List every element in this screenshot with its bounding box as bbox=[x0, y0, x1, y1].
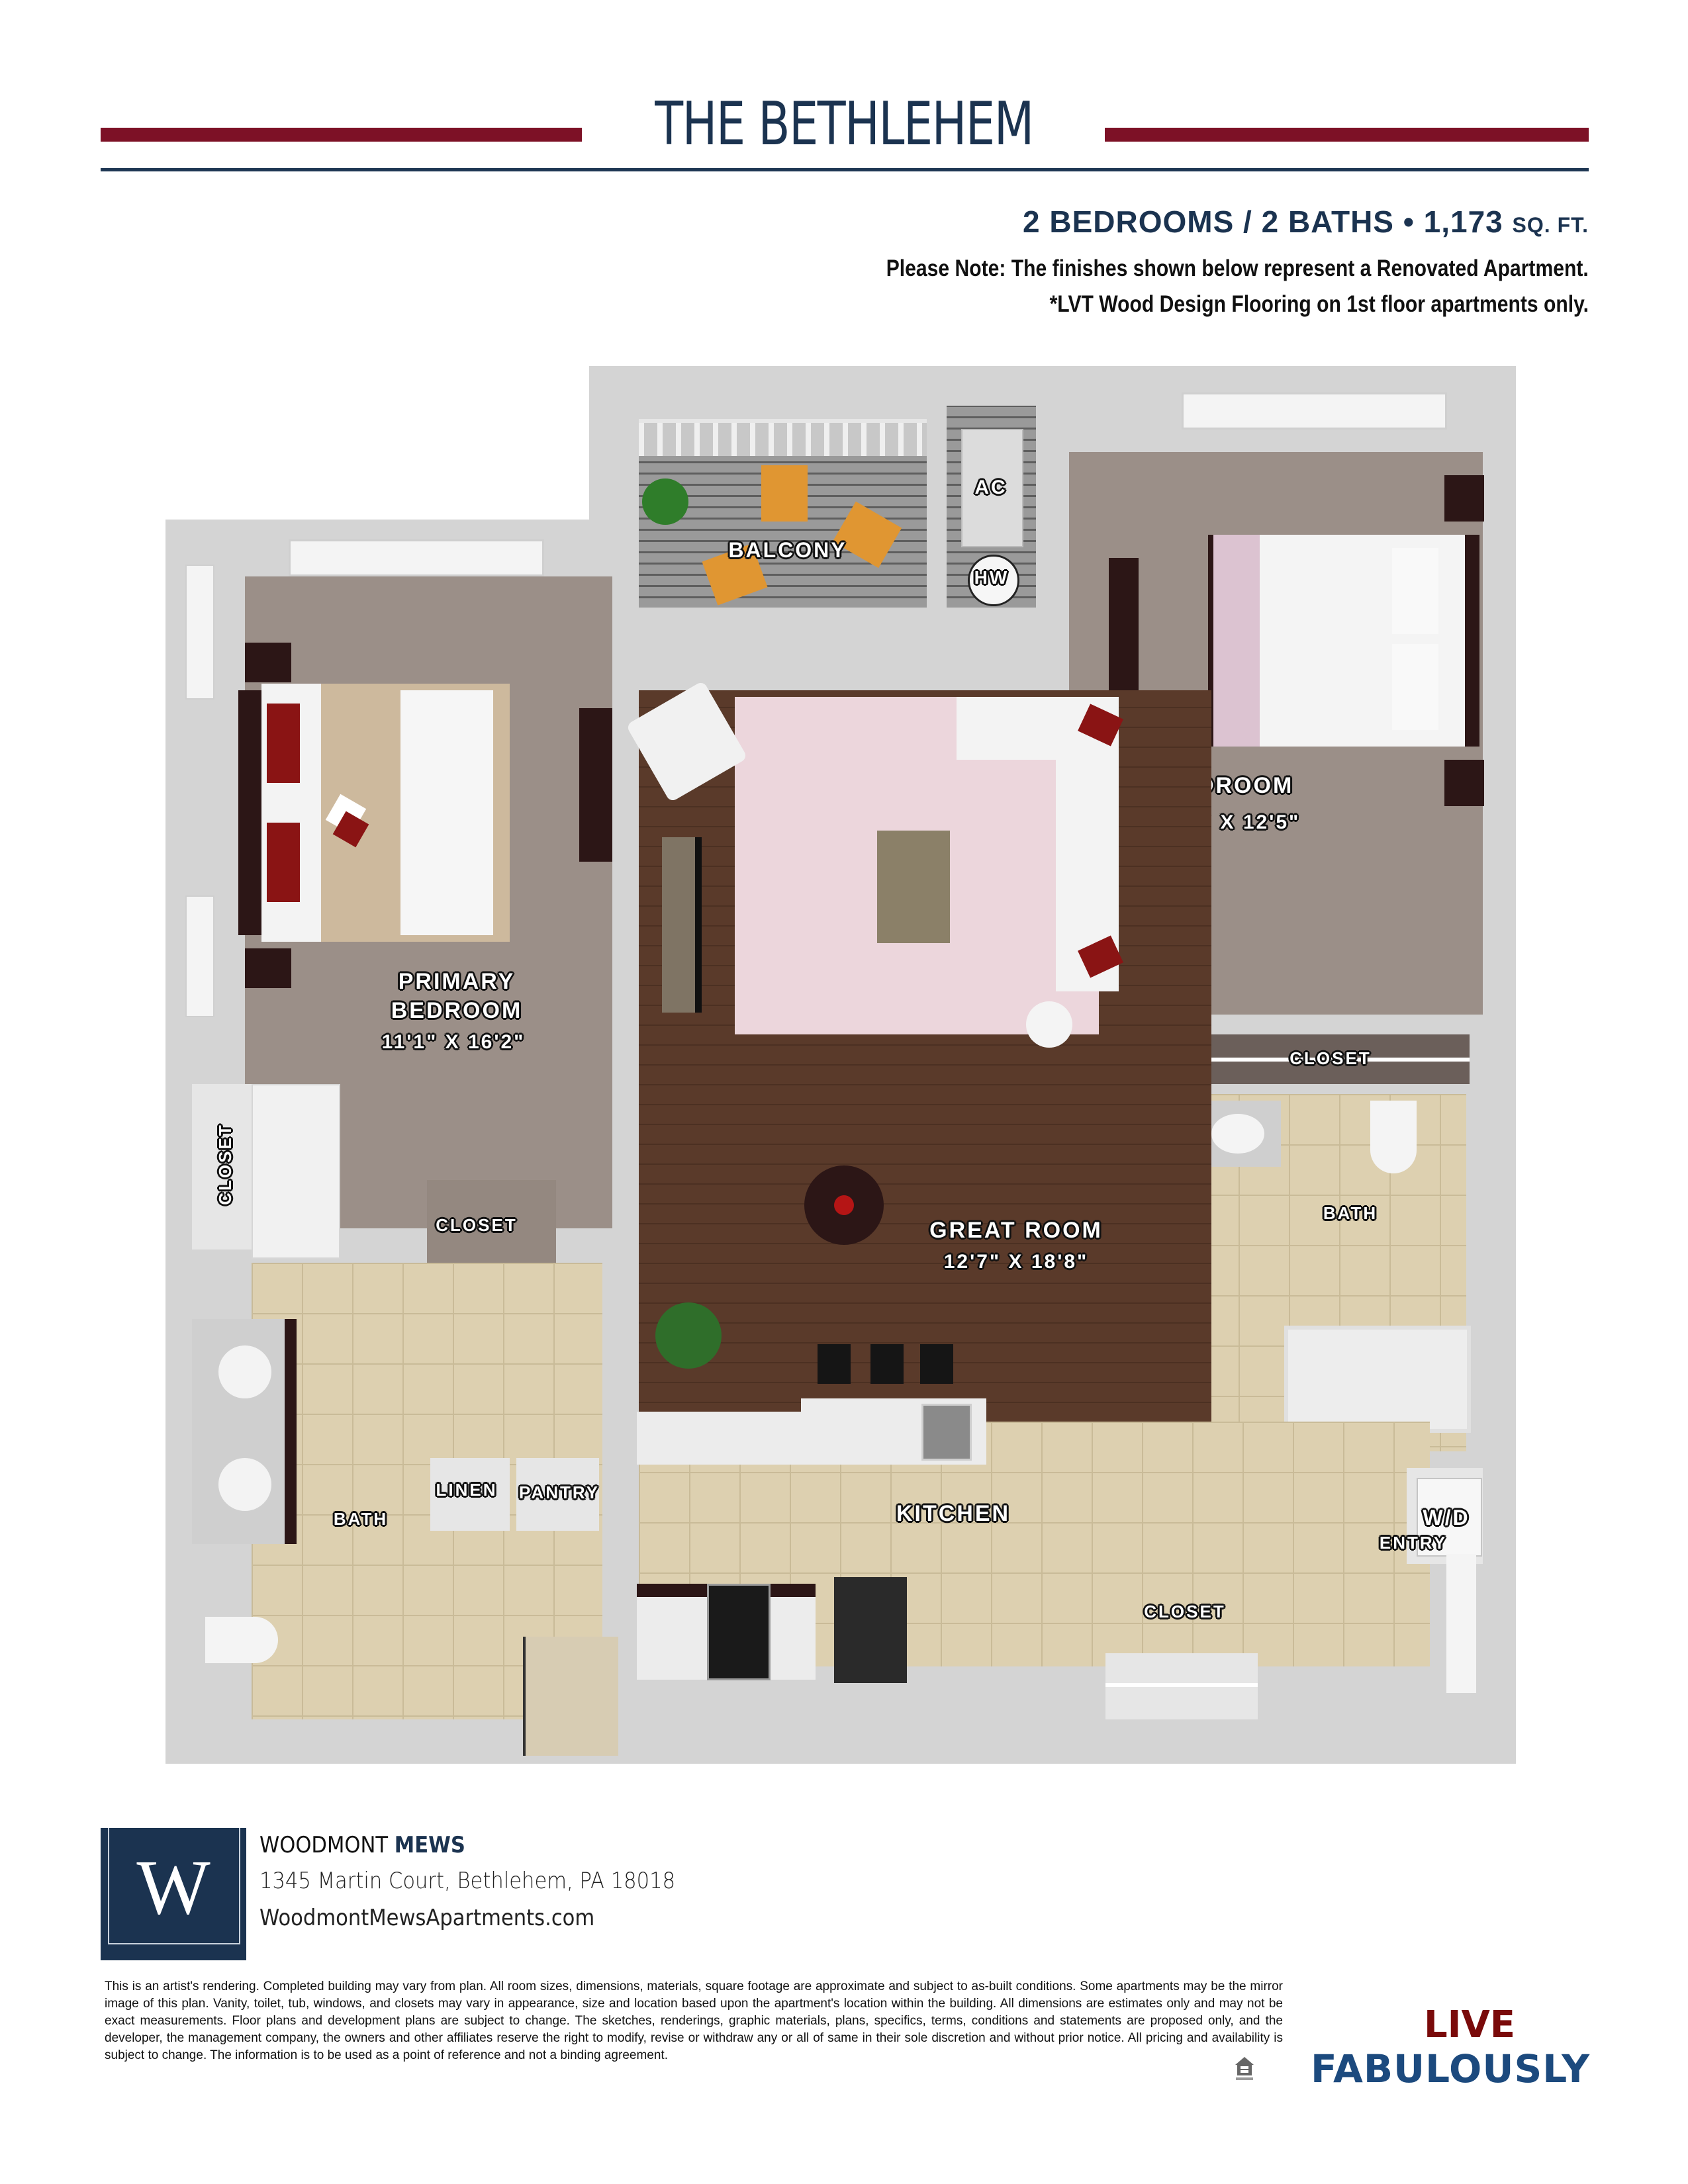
bar-stool bbox=[920, 1344, 953, 1384]
bath-right-label: BATH bbox=[1323, 1203, 1378, 1223]
hw-label: HW bbox=[974, 567, 1009, 588]
plant-icon bbox=[642, 478, 688, 525]
window-icon bbox=[289, 539, 544, 576]
linen-label: LINEN bbox=[436, 1480, 498, 1500]
dresser bbox=[1109, 558, 1139, 694]
logo-letter: W bbox=[136, 1844, 211, 1931]
closet-rod bbox=[1185, 1058, 1470, 1062]
room-pantry bbox=[516, 1458, 599, 1531]
nightstand bbox=[245, 643, 291, 682]
header-divider bbox=[101, 168, 1589, 171]
toilet bbox=[1370, 1101, 1417, 1173]
nightstand bbox=[245, 948, 291, 988]
dining-table bbox=[804, 1165, 884, 1245]
bifold-door bbox=[252, 1084, 340, 1259]
shower bbox=[523, 1637, 618, 1756]
window-icon bbox=[1182, 392, 1447, 430]
window-icon bbox=[185, 895, 214, 1017]
refrigerator bbox=[834, 1577, 907, 1683]
unit-specs: 2 BEDROOMS / 2 BATHS • 1,173 SQ. FT. bbox=[1023, 204, 1589, 240]
sink-icon bbox=[921, 1404, 972, 1461]
primary-bedroom-dimensions: 11'1" X 16'2" bbox=[381, 1031, 526, 1053]
side-table bbox=[1026, 1001, 1072, 1048]
water-heater bbox=[968, 555, 1019, 606]
entry-door bbox=[1446, 1554, 1476, 1693]
kitchen-label: KITCHEN bbox=[896, 1501, 1011, 1526]
specs-unit: SQ. FT. bbox=[1512, 213, 1589, 237]
headboard bbox=[238, 690, 261, 935]
bar-stool bbox=[870, 1344, 904, 1384]
balcony-label: BALCONY bbox=[728, 538, 847, 562]
property-address: 1345 Martin Court, Bethlehem, PA 18018 bbox=[259, 1868, 676, 1894]
room-linen bbox=[430, 1458, 510, 1531]
great-room-label: GREAT ROOM bbox=[929, 1218, 1103, 1243]
title-accent-bar-right bbox=[1105, 128, 1589, 142]
bathtub bbox=[1284, 1326, 1471, 1433]
closet-rod bbox=[1105, 1683, 1258, 1687]
window-icon bbox=[185, 565, 214, 700]
balcony-table bbox=[761, 465, 808, 522]
nightstand bbox=[1444, 475, 1484, 522]
great-room-dimensions: 12'7" X 18'8" bbox=[943, 1251, 1089, 1273]
tagline-fabulously: FABULOUSLY bbox=[1311, 2046, 1591, 2091]
equal-housing-opportunity-icon bbox=[1234, 2056, 1255, 2082]
floor-plan: PRIMARY BEDROOM 11'1" X 16'2" CLOSET CLO… bbox=[165, 366, 1516, 1764]
primary-bed bbox=[261, 684, 510, 942]
plant-icon bbox=[655, 1302, 722, 1369]
toilet bbox=[205, 1617, 278, 1663]
double-vanity bbox=[192, 1319, 297, 1544]
coffee-table bbox=[877, 831, 950, 943]
legal-disclaimer: This is an artist's rendering. Completed… bbox=[105, 1979, 1283, 2062]
primary-closet-left-label: CLOSET bbox=[215, 1123, 235, 1205]
ac-label: AC bbox=[974, 477, 1008, 498]
brand-logo: W bbox=[101, 1828, 246, 1960]
dresser bbox=[579, 708, 612, 862]
flooring-note: *LVT Wood Design Flooring on 1st floor a… bbox=[1049, 291, 1589, 317]
ac-unit bbox=[961, 429, 1023, 547]
nightstand bbox=[1444, 760, 1484, 806]
bed bbox=[1208, 535, 1479, 747]
bath-left-label: BATH bbox=[333, 1509, 389, 1529]
pantry-label: PANTRY bbox=[519, 1482, 600, 1502]
tagline-live: LIVE bbox=[1423, 2003, 1516, 2046]
range-stove bbox=[707, 1584, 771, 1680]
sectional-sofa bbox=[957, 697, 1056, 760]
entry-closet-label: CLOSET bbox=[1144, 1602, 1226, 1621]
entry-label: ENTRY bbox=[1379, 1533, 1448, 1553]
wd-label: W/D bbox=[1423, 1506, 1470, 1529]
page-title: THE BETHLEHEM bbox=[655, 89, 1034, 159]
walk-in-closet-label: CLOSET bbox=[436, 1215, 518, 1235]
property-name: WOODMONT MEWS bbox=[259, 1832, 465, 1858]
bar-stool bbox=[818, 1344, 851, 1384]
title-accent-bar-left bbox=[101, 128, 582, 142]
property-website[interactable]: WoodmontMewsApartments.com bbox=[259, 1905, 595, 1931]
specs-main: 2 BEDROOMS / 2 BATHS • 1,173 bbox=[1022, 205, 1503, 239]
balcony-railing bbox=[639, 419, 927, 456]
room-primary-closet-left bbox=[192, 1084, 252, 1250]
finish-note: Please Note: The finishes shown below re… bbox=[886, 255, 1589, 281]
bedroom-closet-label: CLOSET bbox=[1289, 1048, 1372, 1068]
primary-bedroom-label: PRIMARY BEDROOM bbox=[391, 969, 523, 1023]
tv-console bbox=[662, 837, 702, 1013]
